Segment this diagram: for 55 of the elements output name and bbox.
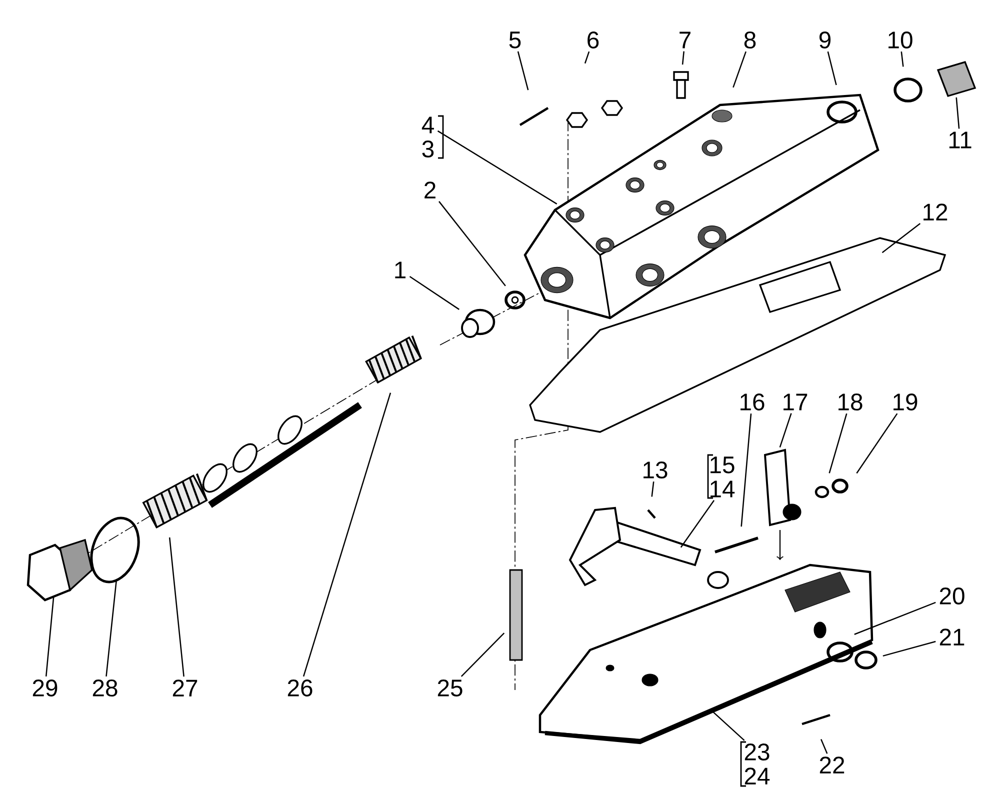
leader-line [460,632,505,677]
callout-number: 25 [438,680,462,696]
leader-line [437,130,558,204]
callout-number: 6 [588,32,599,48]
leader-line [682,51,684,65]
callout-number: 13 [644,462,668,478]
leader-line [168,537,184,677]
callout-number: 10 [888,32,912,48]
callout-number: 22 [820,756,844,774]
leader-line [45,597,54,677]
leader-line [711,710,745,741]
callout-number: 26 [288,680,312,696]
callout-number: 3 [422,140,434,158]
leader-line [882,640,936,657]
leader-line [828,413,848,474]
leader-line [882,222,921,254]
callout-number: 14 [710,480,735,498]
callout-number: 16 [740,394,764,410]
callout-number: 15 [710,456,734,474]
leader-line [302,392,392,677]
leader-line [740,414,752,527]
callout-number: 23 [744,744,770,760]
leader-line [779,413,792,448]
leader-line [732,51,746,88]
callout-number: 28 [92,680,118,696]
leader-line [409,276,460,310]
callout-number: 19 [894,394,918,410]
callout-number: 18 [838,394,862,410]
callout-number: 12 [924,204,948,220]
leader-line [651,481,654,497]
callout-number: 20 [940,588,964,604]
leader-line [820,739,828,754]
callout-number: 1 [395,262,406,278]
leader-line [827,51,837,86]
callout-number: 11 [949,132,972,148]
callout-number: 5 [509,32,521,48]
leader-line [856,413,898,474]
leader-line [106,580,117,677]
callout-number: 29 [32,680,58,696]
leader-line [438,201,506,286]
callout-number: 24 [744,768,770,784]
callout-number: 9 [820,32,831,48]
callout-number: 7 [680,32,690,48]
callout-number: 2 [424,182,436,198]
leader-line [854,602,936,635]
callout-number: 8 [744,32,756,48]
leader-line [584,51,590,64]
callout-number: 27 [172,680,198,696]
leader-line [956,97,960,129]
leader-line [900,51,904,67]
leader-line [680,500,715,548]
leader-line [517,51,529,90]
callout-number: 21 [940,628,964,646]
callout-number: 4 [422,116,434,134]
callout-number: 17 [784,394,808,410]
